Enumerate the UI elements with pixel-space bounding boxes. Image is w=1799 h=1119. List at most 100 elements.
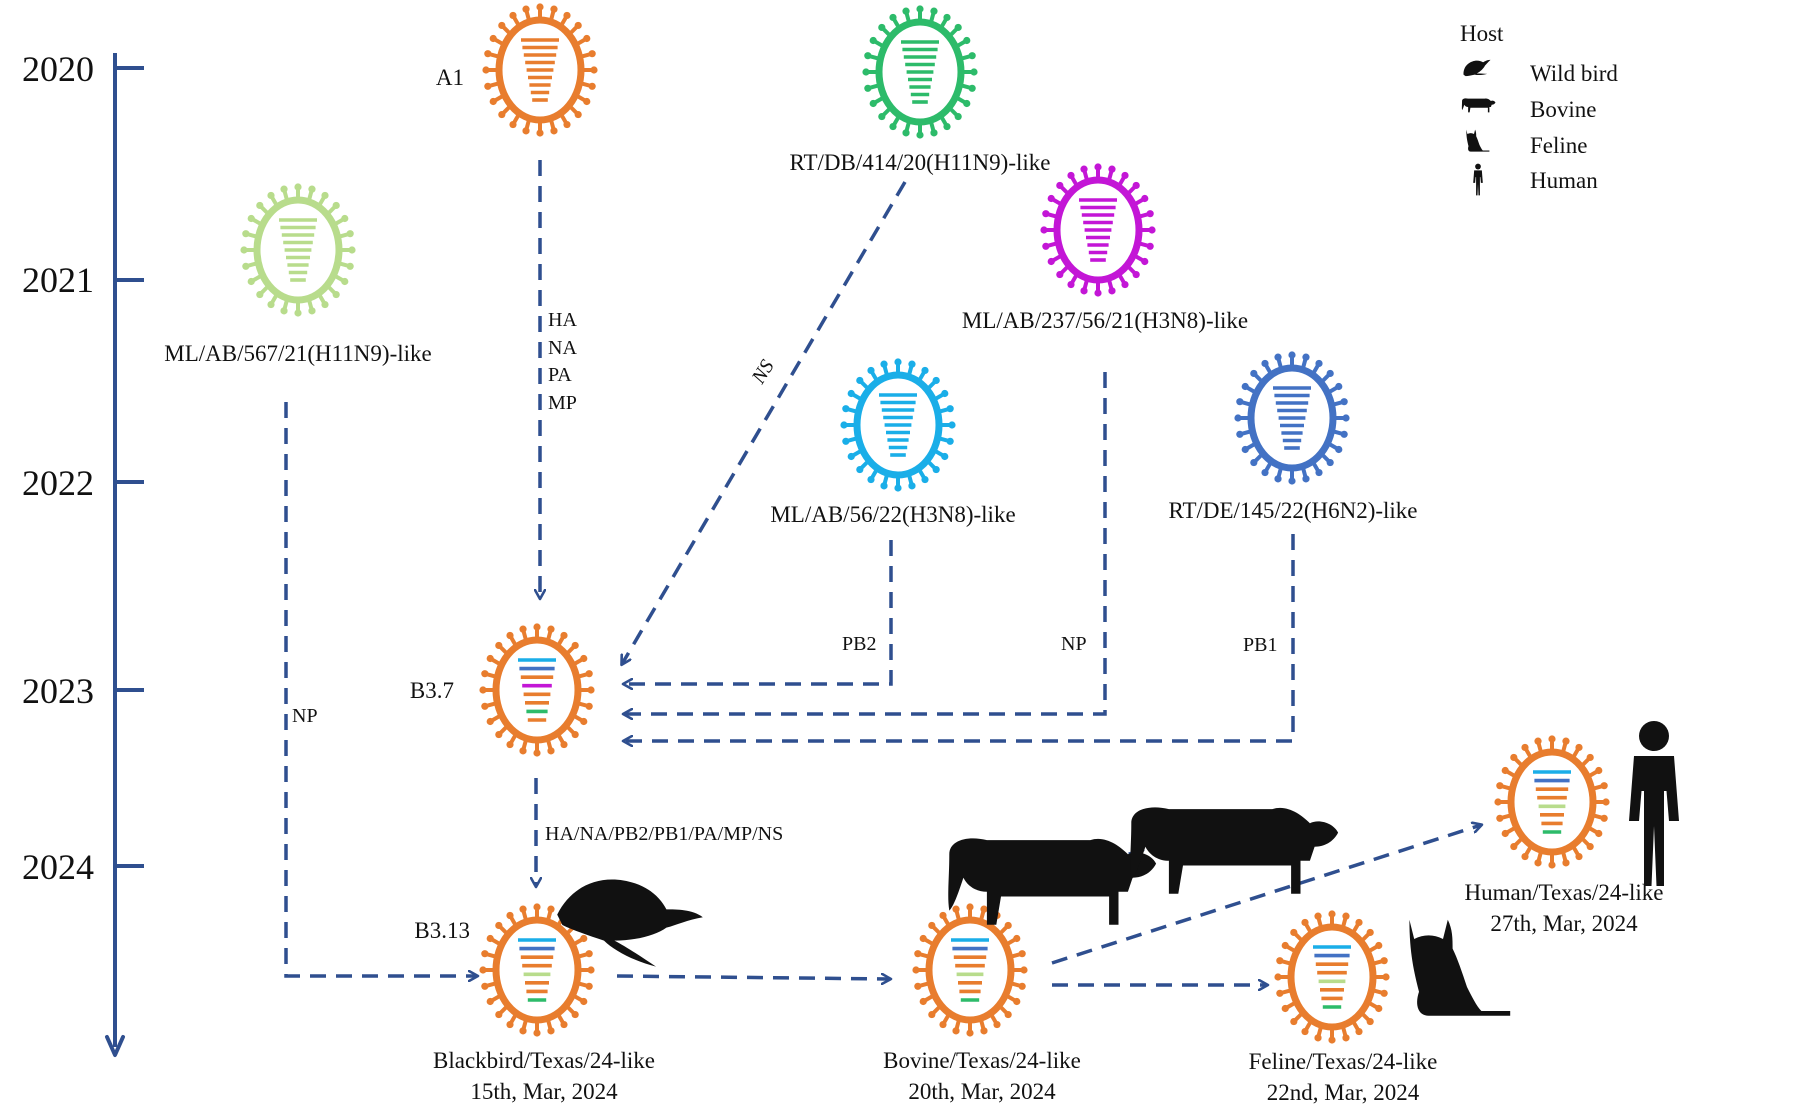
virus-spike-tip <box>1241 382 1249 391</box>
virus-spike-tip <box>1342 1034 1350 1042</box>
virus-spike-tip <box>908 482 916 490</box>
virus-spike-tip <box>1121 280 1129 289</box>
virus-spike-tip <box>966 1029 974 1037</box>
virus-spike-tip <box>495 921 503 930</box>
bird-icon <box>1463 59 1491 77</box>
virus-spike-tip <box>294 183 302 191</box>
legend-label: Bovine <box>1530 97 1596 122</box>
virus-spike-tip <box>968 84 976 92</box>
virus-spike-tip <box>1004 1010 1012 1019</box>
virus-particle-icon <box>840 358 956 492</box>
virus-spike-tip <box>1040 226 1048 234</box>
arrow-ml237-to-b37 <box>624 372 1107 714</box>
virus-spike-tip <box>509 120 517 129</box>
virus-spike-tip <box>484 50 492 58</box>
virus-spike-tip <box>928 1010 936 1019</box>
virus-spike-tip <box>1510 842 1518 851</box>
virus-spike-tip <box>939 1020 947 1029</box>
virus-spike-tip <box>1236 430 1244 438</box>
virus-spike-tip <box>547 905 555 913</box>
virus-spike-tip <box>1094 163 1102 171</box>
virus-spike-tip <box>484 82 492 90</box>
virus-spike-tip <box>902 129 910 137</box>
virus-envelope <box>492 916 582 1024</box>
segment-label-b37-to-b313: HA/NA/PB2/PB1/PA/MP/NS <box>545 823 783 845</box>
virus-date-label: 20th, Mar, 2024 <box>908 1079 1056 1104</box>
host-legend: Host Wild bird Bovine Feline Human <box>1460 21 1618 196</box>
virus-spike-tip <box>1042 242 1050 250</box>
virus-spike-tip <box>1094 289 1102 297</box>
virus-spike-tip <box>479 686 487 694</box>
virus-spike-tip <box>267 191 275 200</box>
virus-spike-tip <box>1586 842 1594 851</box>
timeline <box>105 53 144 1057</box>
virus-spike-tip <box>932 376 940 385</box>
virus-spike-tip <box>1355 1027 1363 1036</box>
segment-label-a1-na: NA <box>548 337 577 359</box>
virus-spike-tip <box>482 66 490 74</box>
cat-icon <box>1409 919 1511 1016</box>
virus-ml-56: ML/AB/56/22(H3N8)-like <box>770 358 1016 527</box>
virus-spike-tip <box>1290 928 1298 937</box>
virus-label: B3.7 <box>410 678 454 703</box>
virus-spike-tip <box>242 230 250 238</box>
virus-spike-tip <box>519 905 527 913</box>
virus-spike-tip <box>489 34 497 43</box>
virus-particle-icon <box>240 183 356 317</box>
virus-spike-tip <box>1004 921 1012 930</box>
virus-spike-tip <box>1234 414 1242 422</box>
virus-spike-tip <box>889 13 897 22</box>
virus-spike-tip <box>486 654 494 663</box>
virus-spike-tip <box>1595 766 1603 775</box>
virus-spike-tip <box>1276 957 1284 965</box>
virus-spike-tip <box>587 686 595 694</box>
virus-spike-tip <box>1342 912 1350 920</box>
virus-spike-tip <box>247 277 255 286</box>
year-label-2022: 2022 <box>22 463 94 503</box>
virus-spike-tip <box>1121 171 1129 180</box>
virus-label: RT/DB/414/20(H11N9)-like <box>790 150 1051 175</box>
virus-spike-tip <box>536 129 544 137</box>
virus-spike-tip <box>256 201 264 210</box>
arrow-blackbird-to-bovine <box>616 976 890 979</box>
virus-spike-tip <box>1132 181 1140 190</box>
virus-spike-tip <box>256 290 264 299</box>
virus-spike-tip <box>946 405 954 413</box>
virus-spike-tip <box>1302 475 1310 483</box>
virus-spike-tip <box>1302 353 1310 361</box>
virus-spike-tip <box>1534 859 1542 867</box>
virus-spike-tip <box>580 997 588 1006</box>
virus-spike-tip <box>486 717 494 726</box>
virus-spike-tip <box>952 1027 960 1035</box>
virus-rt-de: RT/DE/145/22(H6N2)-like <box>1168 351 1418 523</box>
arrow-ml567-to-b313 <box>284 402 477 976</box>
virus-spike-tip <box>1326 369 1334 378</box>
virus-date-label: 15th, Mar, 2024 <box>470 1079 618 1104</box>
cow-icon-2 <box>1130 807 1339 894</box>
virus-spike-tip <box>1595 829 1603 838</box>
virus-spike-tip <box>919 934 927 943</box>
virus-blackbird: B3.13 Blackbird/Texas/24-like 15th, Mar,… <box>414 903 655 1104</box>
virus-spike-tip <box>550 5 558 13</box>
virus-spike-tip <box>580 934 588 943</box>
virus-label: ML/AB/56/22(H3N8)-like <box>770 502 1015 527</box>
virus-spike-tip <box>346 262 354 270</box>
virus-spike-tip <box>506 631 514 640</box>
virus-spike-tip <box>869 36 877 45</box>
arrow-rt-db-to-b37 <box>622 181 907 664</box>
virus-spike-tip <box>1141 257 1149 266</box>
virus-spike-tip <box>1575 852 1583 861</box>
virus-spike-tip <box>574 21 582 30</box>
virus-spike-tip <box>332 201 340 210</box>
virus-spike-tip <box>533 903 541 911</box>
virus-spike-tip <box>1301 1027 1309 1036</box>
virus-spike-tip <box>522 127 530 135</box>
virus-spike-tip <box>1288 351 1296 359</box>
virus-spike-tip <box>571 730 579 739</box>
virus-particle-icon <box>482 3 598 137</box>
segment-label-ml56: PB2 <box>842 633 876 655</box>
virus-spike-tip <box>1261 468 1269 477</box>
virus-spike-tip <box>1261 359 1269 368</box>
virus-spike-tip <box>571 641 579 650</box>
